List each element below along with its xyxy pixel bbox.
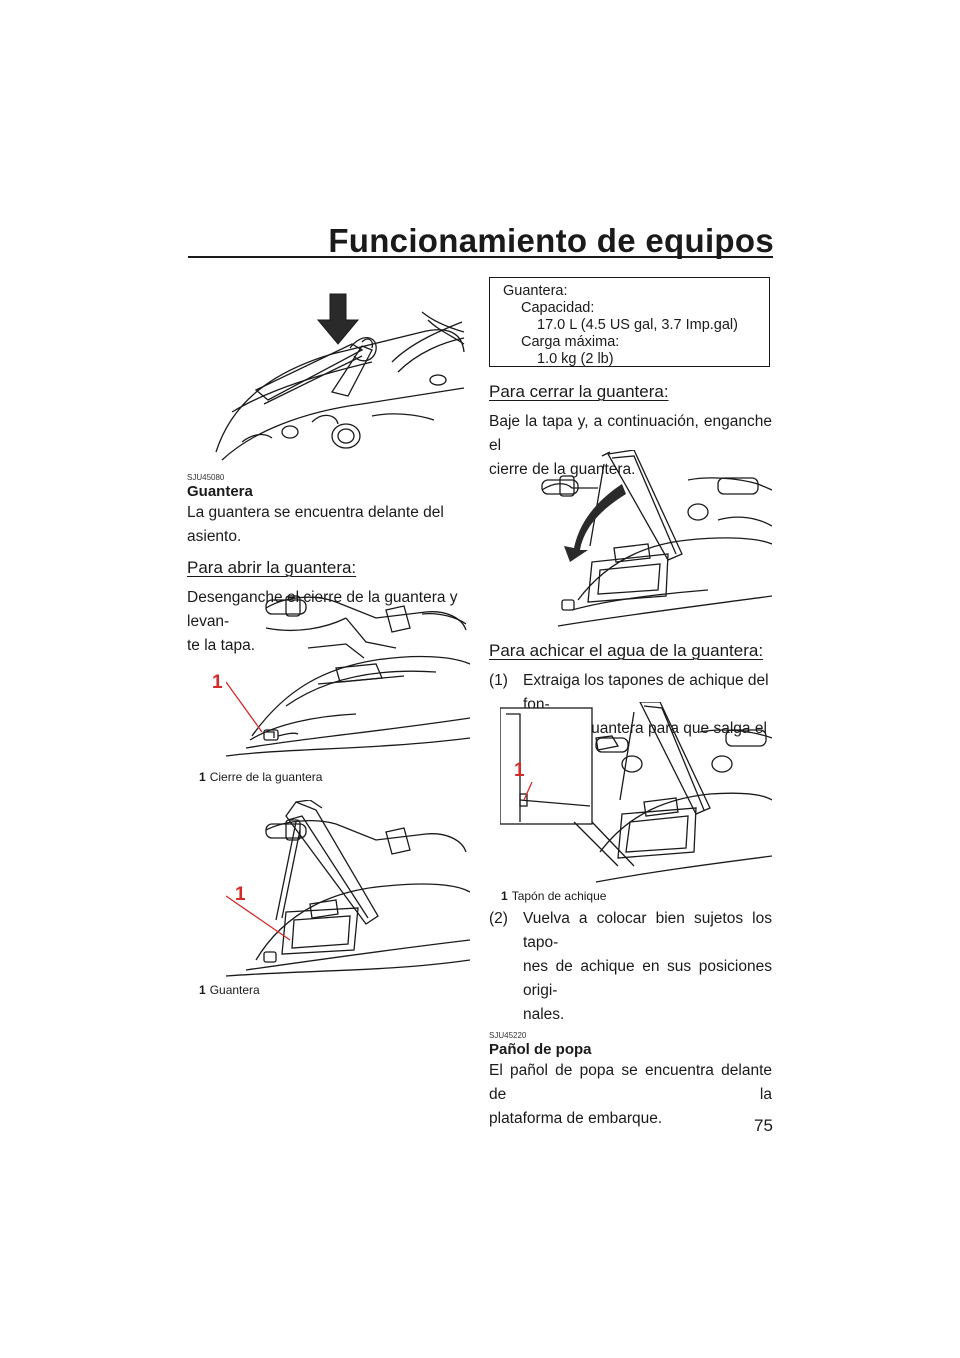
- caption-number: 1: [199, 770, 206, 784]
- figure-glovebox-lid-press: [215, 293, 465, 461]
- figure-glovebox-latch: [226, 595, 470, 757]
- reference-code: SJU45080: [187, 473, 225, 482]
- spec-box: Guantera: Capacidad: 17.0 L (4.5 US gal,…: [489, 277, 770, 367]
- right-section-step2: (2) Vuelva a colocar bien sujetos los ta…: [489, 907, 772, 1131]
- callout-drain-plug: 1: [514, 760, 525, 780]
- step-number: (2): [489, 910, 508, 927]
- spec-capacity-value: 17.0 L (4.5 US gal, 3.7 Imp.gal): [537, 317, 738, 333]
- figure-glovebox-open: [226, 800, 470, 977]
- heading-close-glovebox: Para cerrar la guantera:: [489, 382, 669, 401]
- open-text-line1: Desenganche el cierre de la guantera y l…: [187, 589, 458, 630]
- step-2: (2) Vuelva a colocar bien sujetos los ta…: [489, 907, 772, 1027]
- reference-code: SJU45220: [489, 1031, 527, 1040]
- spec-label: Guantera:: [503, 283, 568, 299]
- section-heading-panol: Pañol de popa: [489, 1041, 592, 1058]
- section-text-guantera: La guantera se encuentra delante del asi…: [187, 504, 444, 545]
- spec-capacity-label: Capacidad:: [521, 300, 595, 316]
- step-number: (1): [489, 672, 508, 689]
- caption-text: Guantera: [209, 983, 260, 997]
- step-2-line3: nales.: [523, 1006, 565, 1023]
- callout-number: 1: [514, 760, 525, 780]
- heading-drain-glovebox: Para achicar el agua de la guantera:: [489, 641, 764, 660]
- title-rule: [188, 256, 773, 258]
- heading-open-glovebox: Para abrir la guantera:: [187, 558, 357, 577]
- caption-number: 1: [199, 983, 206, 997]
- section2-text-line1: El pañol de popa se encuentra delante de…: [489, 1062, 772, 1103]
- callout-glovebox: 1: [235, 884, 246, 904]
- close-text-line2: cierre de la guantera.: [489, 461, 636, 478]
- callout-leader: [523, 781, 533, 801]
- figure-drain-plug: [500, 702, 772, 883]
- step-2-line2: nes de achique en sus posiciones origi-: [523, 958, 772, 999]
- spec-max-load-label: Carga máxima:: [521, 334, 620, 350]
- page-title: Funcionamiento de equipos: [328, 222, 774, 259]
- figure-glovebox-close: [541, 450, 772, 627]
- callout-number: 1: [235, 884, 246, 904]
- section2-text-line2: plataforma de embarque.: [489, 1110, 663, 1127]
- left-section-guantera: SJU45080 Guantera La guantera se encuent…: [187, 473, 471, 658]
- open-text-line2: te la tapa.: [187, 637, 256, 654]
- caption-text: Tapón de achique: [511, 889, 607, 903]
- right-section-close: Para cerrar la guantera: Baje la tapa y,…: [489, 373, 772, 482]
- page-number: 75: [754, 1116, 773, 1135]
- caption-text: Cierre de la guantera: [209, 770, 323, 784]
- section-heading-guantera: Guantera: [187, 483, 253, 500]
- spec-max-load-value: 1.0 kg (2 lb): [537, 351, 614, 367]
- close-text-line1: Baje la tapa y, a continuación, enganche…: [489, 413, 772, 454]
- callout-number: 1: [212, 672, 223, 692]
- callout-latch: 1: [212, 672, 223, 692]
- caption-number: 1: [501, 889, 508, 903]
- step-2-line1: Vuelva a colocar bien sujetos los tapo-: [523, 910, 772, 951]
